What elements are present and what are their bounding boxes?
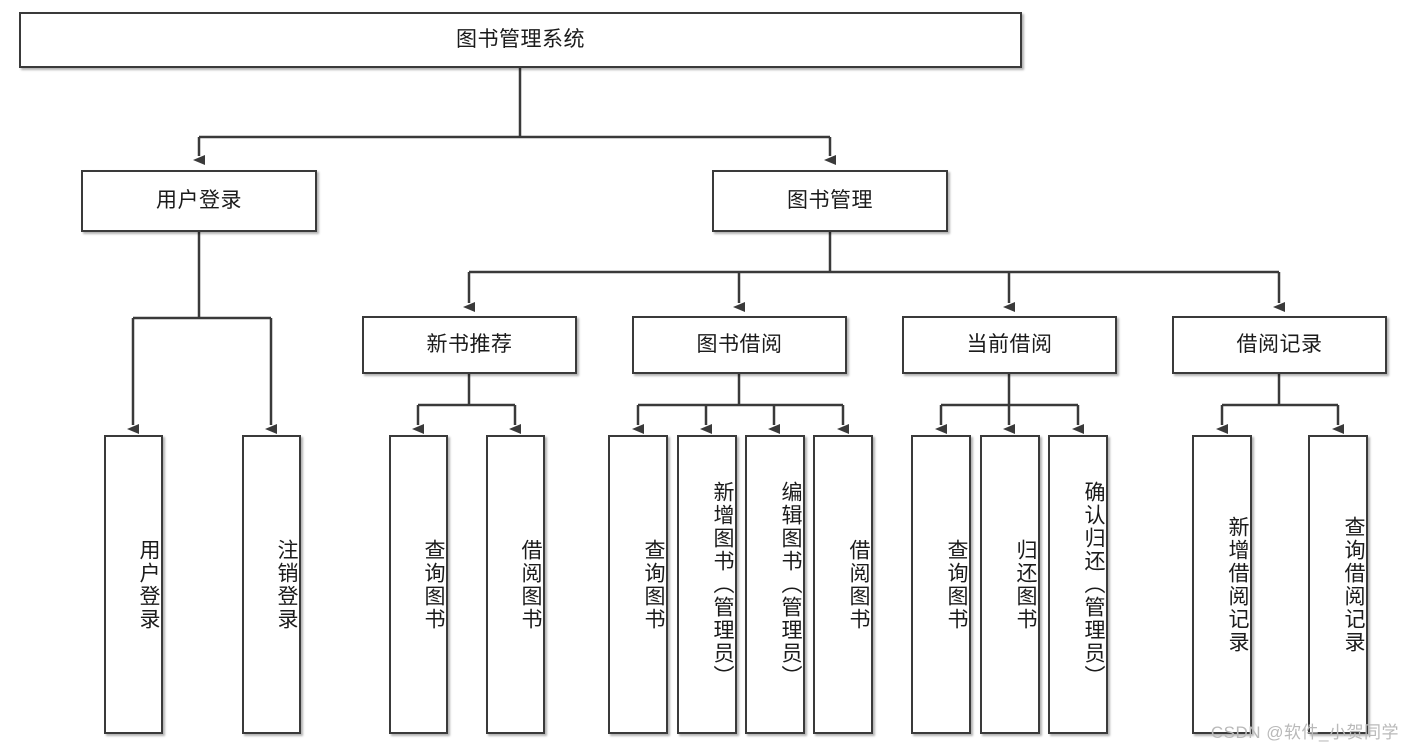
node-label: 图书管理系统 <box>456 28 585 52</box>
node-leaf-edit-book-admin[interactable]: 编辑图书（管理员） <box>745 435 805 734</box>
node-leaf-return-book[interactable]: 归还图书 <box>980 435 1040 734</box>
node-label: 当前借阅 <box>966 333 1053 357</box>
node-leaf-add-borrow-record[interactable]: 新增借阅记录 <box>1192 435 1252 734</box>
node-leaf-add-book-admin[interactable]: 新增图书（管理员） <box>677 435 737 734</box>
node-label: 借阅记录 <box>1236 333 1323 357</box>
node-current-borrow[interactable]: 当前借阅 <box>902 316 1117 374</box>
node-label: 用户登录 <box>156 189 242 213</box>
node-leaf-confirm-return-admin[interactable]: 确认归还（管理员） <box>1048 435 1108 734</box>
node-leaf-query-borrow-record[interactable]: 查询借阅记录 <box>1308 435 1368 734</box>
node-leaf-query-book-recommend[interactable]: 查询图书 <box>389 435 448 734</box>
node-leaf-logout[interactable]: 注销登录 <box>242 435 301 734</box>
node-label: 查询图书 <box>642 538 665 631</box>
node-book-management[interactable]: 图书管理 <box>712 170 948 232</box>
node-label: 新书推荐 <box>426 333 513 357</box>
node-leaf-borrow-book[interactable]: 借阅图书 <box>813 435 873 734</box>
node-leaf-query-book-borrow[interactable]: 查询图书 <box>608 435 668 734</box>
node-root-book-management-system[interactable]: 图书管理系统 <box>19 12 1022 68</box>
node-leaf-query-book-current[interactable]: 查询图书 <box>911 435 971 734</box>
node-label: 查询图书 <box>422 538 445 631</box>
node-label: 编辑图书（管理员） <box>779 481 802 688</box>
node-label: 归还图书 <box>1014 538 1037 631</box>
node-label: 新增图书（管理员） <box>711 481 734 688</box>
node-label: 查询图书 <box>945 538 968 631</box>
node-book-borrow[interactable]: 图书借阅 <box>632 316 847 374</box>
node-leaf-user-login[interactable]: 用户登录 <box>104 435 163 734</box>
node-new-book-recommend[interactable]: 新书推荐 <box>362 316 577 374</box>
node-label: 借阅图书 <box>519 538 542 631</box>
node-borrow-record[interactable]: 借阅记录 <box>1172 316 1387 374</box>
node-label: 图书管理 <box>787 189 873 213</box>
node-label: 用户登录 <box>137 538 160 631</box>
node-label: 新增借阅记录 <box>1226 515 1249 654</box>
node-label: 注销登录 <box>275 538 298 631</box>
csdn-watermark: CSDN @软件_小贺同学 <box>1210 723 1399 742</box>
node-label: 借阅图书 <box>847 538 870 631</box>
node-label: 查询借阅记录 <box>1342 515 1365 654</box>
node-label: 图书借阅 <box>696 333 783 357</box>
node-user-login[interactable]: 用户登录 <box>81 170 317 232</box>
node-label: 确认归还（管理员） <box>1082 481 1105 688</box>
node-leaf-borrow-book-recommend[interactable]: 借阅图书 <box>486 435 545 734</box>
